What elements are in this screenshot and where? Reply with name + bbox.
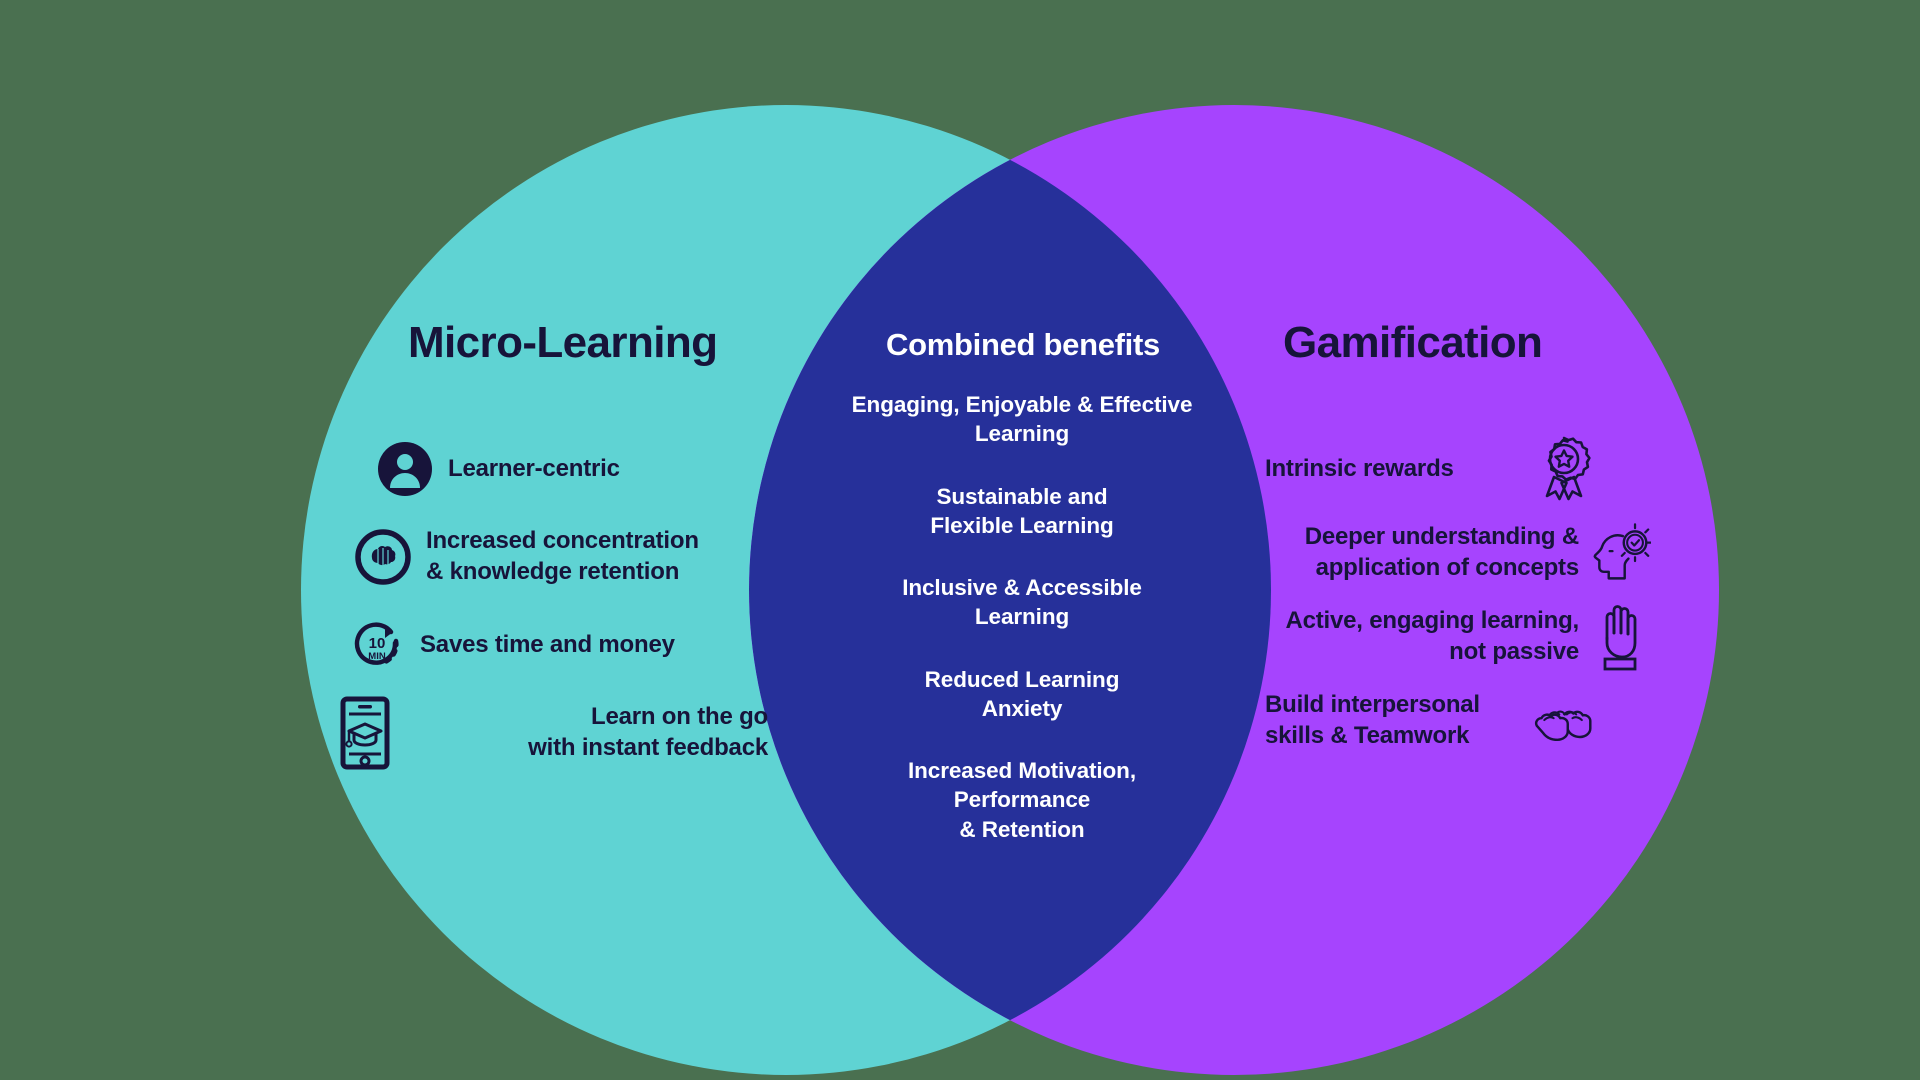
list-item-label: Active, engaging learning,not passive [1285,607,1579,665]
award-ribbon-star-icon [1533,436,1595,501]
list-item: Learner-centric [374,438,772,500]
right-circle-title: Gamification [1283,318,1543,367]
list-item-label: Intrinsic rewards [1265,454,1454,482]
list-item: Increased concentration& knowledge reten… [352,526,772,588]
center-overlap-title: Combined benefits [886,327,1160,362]
raised-hand-icon [1589,605,1651,671]
right-benefits-list: Intrinsic rewards Deeper understanding &… [1265,436,1665,774]
user-avatar-icon [374,438,436,500]
list-item: Active, engaging learning,not passive [1279,605,1651,671]
head-insight-check-icon [1589,522,1651,584]
mobile-graduation-icon [334,696,396,770]
overlap-region-shape [749,105,1271,1075]
list-item: Increased Motivation,Performance& Retent… [908,758,1136,842]
list-item-label: Saves time and money [420,630,675,658]
list-item-label: Deeper understanding &application of con… [1304,523,1580,581]
left-circle-title: Micro-Learning [408,318,718,367]
fist-bump-icon [1533,690,1595,752]
left-benefits-list: Learner-centric Increased concentration&… [340,438,772,790]
svg-text:MIN: MIN [368,651,386,662]
ten-minute-clock-icon: 10 MIN [346,614,408,676]
list-item: Deeper understanding &application of con… [1283,522,1651,584]
list-item-label: Learner-centric [448,454,620,482]
svg-text:10: 10 [369,635,386,652]
list-item: 10 MIN Saves time and money [346,614,772,676]
list-item-label: Increased concentration& knowledge reten… [426,527,699,585]
list-item: Intrinsic rewards [1265,436,1595,501]
brain-circle-icon [352,526,414,588]
